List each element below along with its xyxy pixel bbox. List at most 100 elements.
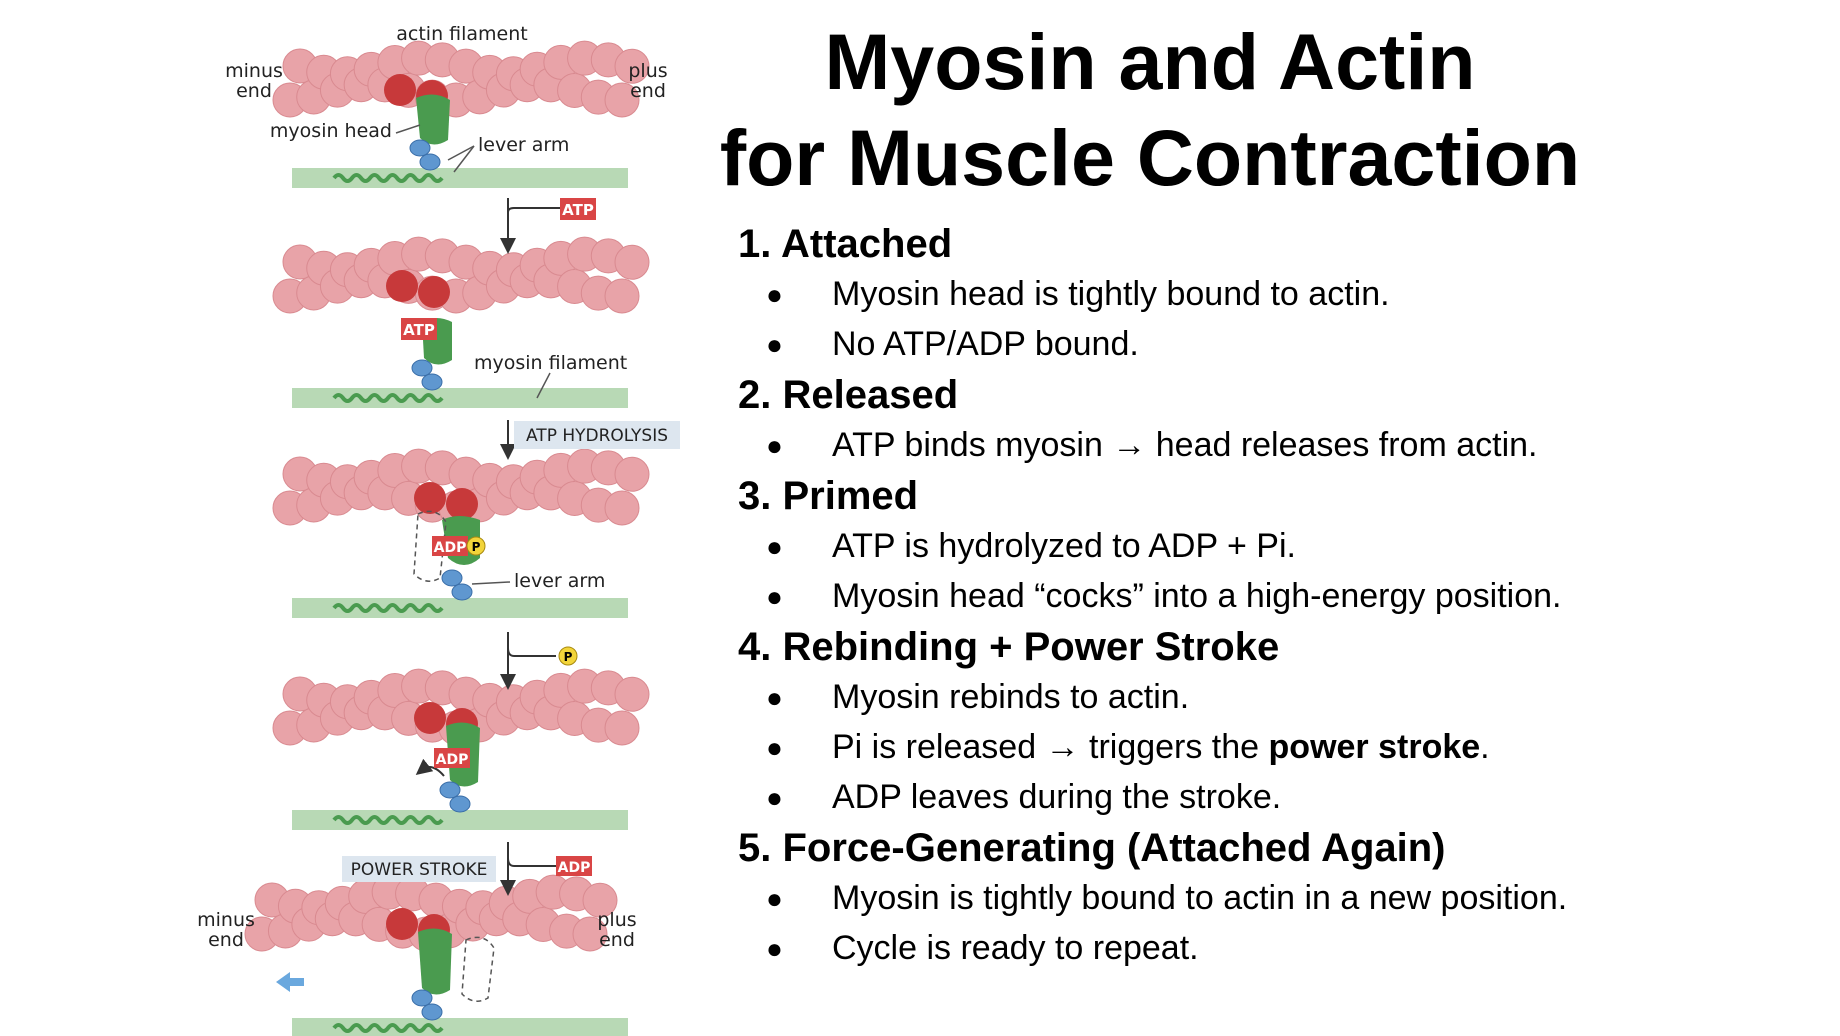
lever-arm-domain — [451, 583, 473, 601]
myosin-head — [418, 928, 452, 995]
actin-subunit — [604, 710, 640, 746]
lever-arm-domain — [441, 569, 463, 587]
bullet-text: Myosin rebinds to actin. — [832, 678, 1190, 716]
list-item: ● Myosin rebinds to actin. — [738, 676, 1818, 719]
step-bullets: ● Myosin rebinds to actin. ●Pi is release… — [738, 676, 1818, 819]
step-force-generating: 5. Force-Generating (Attached Again) ● My… — [738, 826, 1818, 970]
previous-head-outline — [413, 510, 447, 582]
actin-binding-site — [386, 270, 418, 302]
bullet-icon: ● — [766, 329, 783, 360]
step-bullets: ● ATP is hydrolyzed to ADP + Pi. ● Myosin … — [738, 525, 1818, 618]
step-bullets: ● Myosin is tightly bound to actin in a n… — [738, 877, 1818, 970]
bullet-icon: ● — [766, 732, 783, 763]
step-heading: 5. Force-Generating (Attached Again) — [738, 826, 1446, 870]
step-heading: 3. Primed — [738, 474, 919, 518]
step-heading: 4. Rebinding + Power Stroke — [738, 625, 1280, 669]
bullet-icon: ● — [766, 682, 783, 713]
phosphate-tag-released: P — [564, 650, 573, 664]
list-item: ● No ATP/ADP bound. — [738, 323, 1818, 366]
actin-subunit — [572, 916, 608, 952]
bullet-text: Cycle is ready to repeat. — [832, 929, 1199, 967]
list-item: ● Myosin head “cocks” into a high-energy … — [738, 575, 1818, 618]
adp-tag-primed: ADP — [434, 540, 467, 556]
bullet-text: No ATP/ADP bound. — [832, 325, 1139, 363]
plus-end-label-top-5: plus — [597, 909, 636, 931]
actin-binding-site — [446, 488, 478, 520]
bullet-icon: ● — [766, 782, 783, 813]
actin-binding-site — [414, 702, 446, 734]
myosin-tail — [332, 815, 444, 825]
myosin-filament-band — [292, 168, 628, 188]
plus-end-label-top: plus — [628, 60, 667, 82]
list-item: ● Myosin head is tightly bound to actin. — [738, 273, 1818, 316]
atp-hydrolysis-label: ATP HYDROLYSIS — [526, 426, 668, 446]
plus-end-label-bottom-5: end — [599, 929, 635, 951]
step-rebinding-power-stroke: 4. Rebinding + Power Stroke ● Myosin rebi… — [738, 625, 1818, 819]
actin-binding-site — [414, 482, 446, 514]
actin-subunit — [614, 456, 650, 492]
actin-subunit — [614, 48, 650, 84]
actin-binding-site — [418, 276, 450, 308]
myosin-filament-band — [292, 388, 628, 408]
list-item: ● ATP binds myosin → head releases from a… — [738, 424, 1818, 467]
myosin-filament-label: myosin filament — [474, 352, 627, 374]
actin-binding-site — [386, 908, 418, 940]
bullet-icon: ● — [766, 581, 783, 612]
myosin-filament-band — [292, 1018, 628, 1036]
actin-subunit — [604, 278, 640, 314]
step-released: 2. Released ● ATP binds myosin → head rel… — [738, 373, 1818, 467]
list-item: ● Myosin is tightly bound to actin in a n… — [738, 877, 1818, 920]
lever-swing-arrow — [415, 758, 445, 777]
minus-end-label-top: minus — [225, 60, 283, 82]
bullet-icon: ● — [766, 531, 783, 562]
step-primed: 3. Primed ● ATP is hydrolyzed to ADP + Pi… — [738, 474, 1818, 618]
step-attached: 1. Attached ● Myosin head is tightly boun… — [738, 222, 1818, 366]
adp-tag-rebound: ADP — [436, 752, 469, 768]
myosin-tail — [332, 1023, 444, 1033]
title-line-1: Myosin and Actin — [824, 17, 1476, 106]
bullet-text-post: . — [1480, 728, 1490, 766]
bullet-icon: ● — [766, 883, 783, 914]
actin-subunit — [614, 676, 650, 712]
minus-end-label-bottom-5: end — [208, 929, 244, 951]
myosin-head — [416, 94, 450, 145]
actin-subunit — [604, 82, 640, 118]
bullet-text: Myosin head is tightly bound to actin. — [832, 275, 1390, 313]
list-item: ●Pi is released → triggers the power str… — [738, 726, 1818, 769]
atp-tag-bound: ATP — [403, 321, 435, 339]
myosin-tail — [332, 173, 444, 183]
actin-filament-label: actin filament — [396, 23, 527, 45]
bullet-text: Myosin is tightly bound to actin in a ne… — [832, 879, 1568, 917]
lever-arm-label: lever arm — [478, 134, 569, 156]
myosin-filament-band — [292, 810, 628, 830]
bullet-icon: ● — [766, 430, 783, 461]
bullet-text: ADP leaves during the stroke. — [832, 778, 1282, 816]
title-line-2: for Muscle Contraction — [719, 113, 1581, 202]
actin-binding-site — [384, 74, 416, 106]
slide-title: Myosin and Actin for Muscle Contraction — [700, 14, 1600, 206]
list-item: ● ADP leaves during the stroke. — [738, 776, 1818, 819]
step-bullets: ●Myosin head is tightly bound to actin. … — [738, 273, 1818, 366]
lever-arm-label-primed: lever arm — [514, 570, 605, 592]
phosphate-tag-primed: P — [472, 540, 481, 554]
actin-subunit — [604, 490, 640, 526]
actin-subunit — [614, 244, 650, 280]
steps-list: 1. Attached ● Myosin head is tightly boun… — [738, 222, 1818, 977]
list-item: ● Cycle is ready to repeat. — [738, 927, 1818, 970]
bullet-text: ATP is hydrolyzed to ADP + Pi. — [832, 527, 1296, 565]
bullet-icon: ● — [766, 933, 783, 964]
actin-subunit — [582, 882, 618, 918]
bullet-icon: ● — [766, 279, 783, 310]
cross-bridge-cycle-diagram: actin filament minus end plus end myosin… — [197, 23, 680, 1036]
bullet-text: Myosin head “cocks” into a high-energy p… — [832, 577, 1562, 615]
lever-arm-domain — [421, 1003, 443, 1021]
lever-arm-domain — [419, 153, 441, 171]
myosin-filament-band — [292, 598, 628, 618]
step-heading: 2. Released — [738, 373, 959, 417]
step-heading: 1. Attached — [738, 222, 953, 266]
lever-arm-domain — [421, 373, 443, 391]
plus-end-label-bottom: end — [630, 80, 666, 102]
minus-end-label-bottom: end — [236, 80, 272, 102]
previous-head-outline — [461, 936, 495, 1002]
bullet-text: ATP binds myosin → head releases from ac… — [832, 426, 1538, 464]
